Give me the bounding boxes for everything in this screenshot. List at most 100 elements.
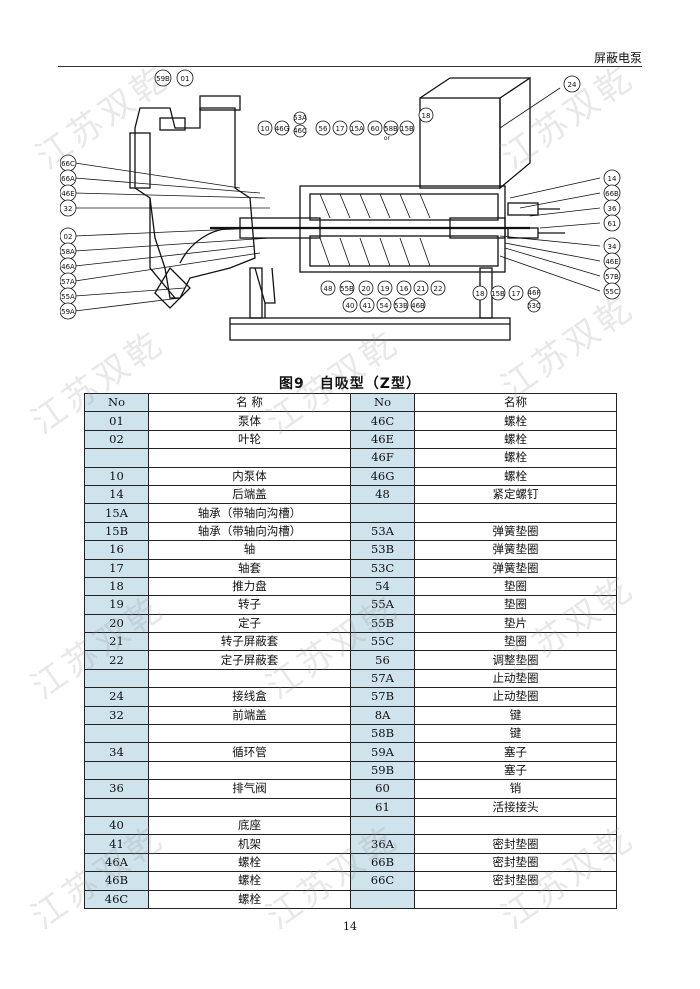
svg-text:58A: 58A xyxy=(61,248,75,256)
part-name-cell: 塞子 xyxy=(414,742,617,762)
part-name-cell: 转子 xyxy=(148,595,351,615)
part-no-cell: 18 xyxy=(84,576,149,597)
part-name-cell xyxy=(148,797,351,817)
part-name-cell xyxy=(414,889,617,909)
part-no-cell: 53B xyxy=(350,540,415,560)
part-name-cell: 活接接头 xyxy=(414,797,617,817)
part-name-cell: 弹簧垫圈 xyxy=(414,521,617,542)
part-no-cell: 32 xyxy=(84,705,149,726)
svg-text:15B: 15B xyxy=(491,290,505,298)
part-no-cell: 53A xyxy=(350,521,415,542)
svg-text:18: 18 xyxy=(476,290,485,298)
part-no-cell: 46F xyxy=(350,448,415,468)
part-name-cell: 接线盒 xyxy=(148,687,351,707)
svg-text:22: 22 xyxy=(434,285,443,293)
part-no-cell: 41 xyxy=(84,834,149,854)
svg-text:53C: 53C xyxy=(527,302,541,310)
part-name-cell: 叶轮 xyxy=(148,429,351,450)
svg-text:46A: 46A xyxy=(61,263,75,271)
part-no-cell: 15B xyxy=(84,521,149,542)
part-no-cell: 17 xyxy=(84,558,149,578)
svg-text:66C: 66C xyxy=(61,160,75,168)
svg-text:53A: 53A xyxy=(293,114,307,122)
part-name-cell: 底座 xyxy=(148,815,351,836)
part-no-cell: 55C xyxy=(350,632,415,652)
part-no-cell: 53C xyxy=(350,558,415,578)
part-no-cell: 24 xyxy=(84,687,149,707)
base-plate xyxy=(229,317,511,341)
table-header-row: No 名 称 No 名称 xyxy=(84,392,617,413)
part-no-cell: 46G xyxy=(350,466,415,486)
part-no-cell: 58B xyxy=(350,724,415,744)
svg-text:19: 19 xyxy=(381,285,390,293)
part-no-cell: 36 xyxy=(84,779,149,799)
svg-text:41: 41 xyxy=(363,302,372,310)
svg-text:57B: 57B xyxy=(605,273,619,281)
part-no-cell: 19 xyxy=(84,595,149,615)
part-no-cell: 66B xyxy=(350,852,415,873)
part-no-cell: 21 xyxy=(84,632,149,652)
svg-text:46B: 46B xyxy=(411,302,425,310)
svg-text:58B: 58B xyxy=(384,125,398,133)
svg-text:32: 32 xyxy=(64,205,73,213)
part-name-cell: 排气阀 xyxy=(148,779,351,799)
part-no-cell: 14 xyxy=(84,484,149,505)
part-name-cell: 定子屏蔽套 xyxy=(148,650,351,670)
svg-text:02: 02 xyxy=(64,233,73,241)
part-no-cell: 59B xyxy=(350,760,415,781)
part-name-cell: 轴 xyxy=(148,540,351,560)
part-name-cell xyxy=(148,760,351,781)
part-name-cell: 内泵体 xyxy=(148,466,351,486)
part-name-cell: 轴套 xyxy=(148,558,351,578)
part-no-cell: 57A xyxy=(350,668,415,689)
part-no-cell: 16 xyxy=(84,540,149,560)
pump-drawing-svg: 59B 01 53A 46C 10 46G 56 17 15A 60 58B o… xyxy=(59,69,621,341)
part-no-cell: 54 xyxy=(350,576,415,597)
header-rule xyxy=(58,66,642,67)
svg-text:55A: 55A xyxy=(61,293,75,301)
svg-text:16: 16 xyxy=(400,285,409,293)
part-no-cell: 8A xyxy=(350,705,415,726)
svg-text:57A: 57A xyxy=(61,278,75,286)
part-name-cell: 紧定螺钉 xyxy=(414,484,617,505)
part-name-cell: 轴承（带轴向沟槽） xyxy=(148,503,351,523)
part-name-cell xyxy=(148,448,351,468)
part-name-cell: 弹簧垫圈 xyxy=(414,558,617,578)
svg-text:15B: 15B xyxy=(400,125,414,133)
svg-text:46G: 46G xyxy=(275,125,289,133)
svg-text:18: 18 xyxy=(422,112,431,120)
svg-text:53B: 53B xyxy=(394,302,408,310)
svg-text:66A: 66A xyxy=(61,175,75,183)
part-no-cell: 57B xyxy=(350,687,415,707)
part-name-cell: 螺栓 xyxy=(414,411,617,431)
part-name-cell: 循环管 xyxy=(148,742,351,762)
part-no-cell xyxy=(84,448,149,468)
svg-text:10: 10 xyxy=(261,125,270,133)
part-no-cell: 61 xyxy=(350,797,415,817)
part-name-cell: 塞子 xyxy=(414,760,617,781)
part-name-cell: 销 xyxy=(414,779,617,799)
svg-text:56: 56 xyxy=(319,125,328,133)
svg-text:36: 36 xyxy=(608,205,617,213)
part-no-cell: 59A xyxy=(350,742,415,762)
svg-text:54: 54 xyxy=(380,302,389,310)
svg-text:46C: 46C xyxy=(293,127,307,135)
part-no-cell: 46A xyxy=(84,852,149,873)
